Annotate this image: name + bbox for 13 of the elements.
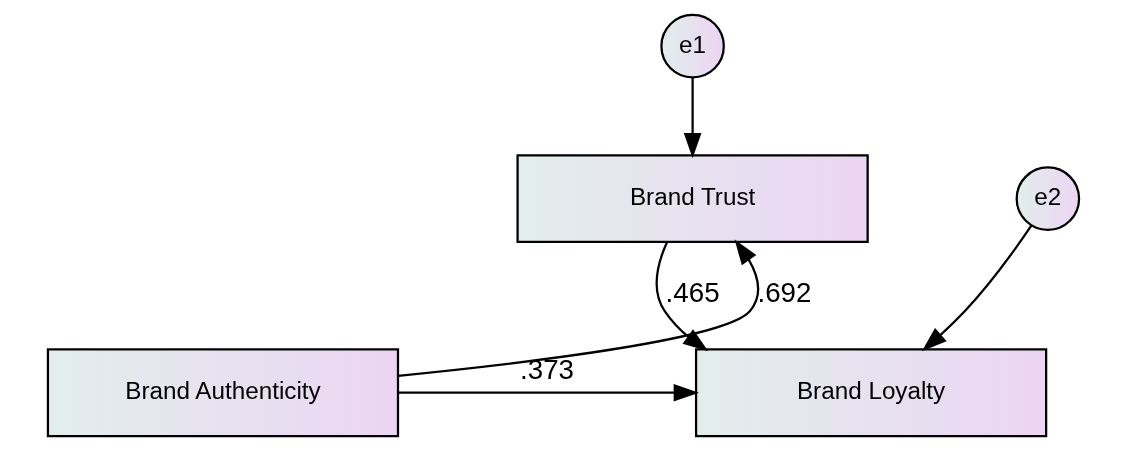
arrow: [397, 383, 699, 402]
node-box: Brand Loyalty: [694, 348, 1047, 438]
node-circle: e2: [1015, 166, 1080, 231]
arrow: [683, 78, 701, 159]
node-box: Brand Trust: [515, 154, 869, 244]
edge-label: .373: [519, 353, 574, 385]
edge-label: .692: [756, 277, 811, 309]
arrow: [655, 241, 708, 352]
arrow: [397, 239, 759, 377]
node-circle: e1: [659, 13, 725, 79]
arrow: [921, 224, 1032, 352]
edge-label: .465: [665, 277, 720, 309]
node-box: Brand Authenticity: [46, 348, 399, 438]
